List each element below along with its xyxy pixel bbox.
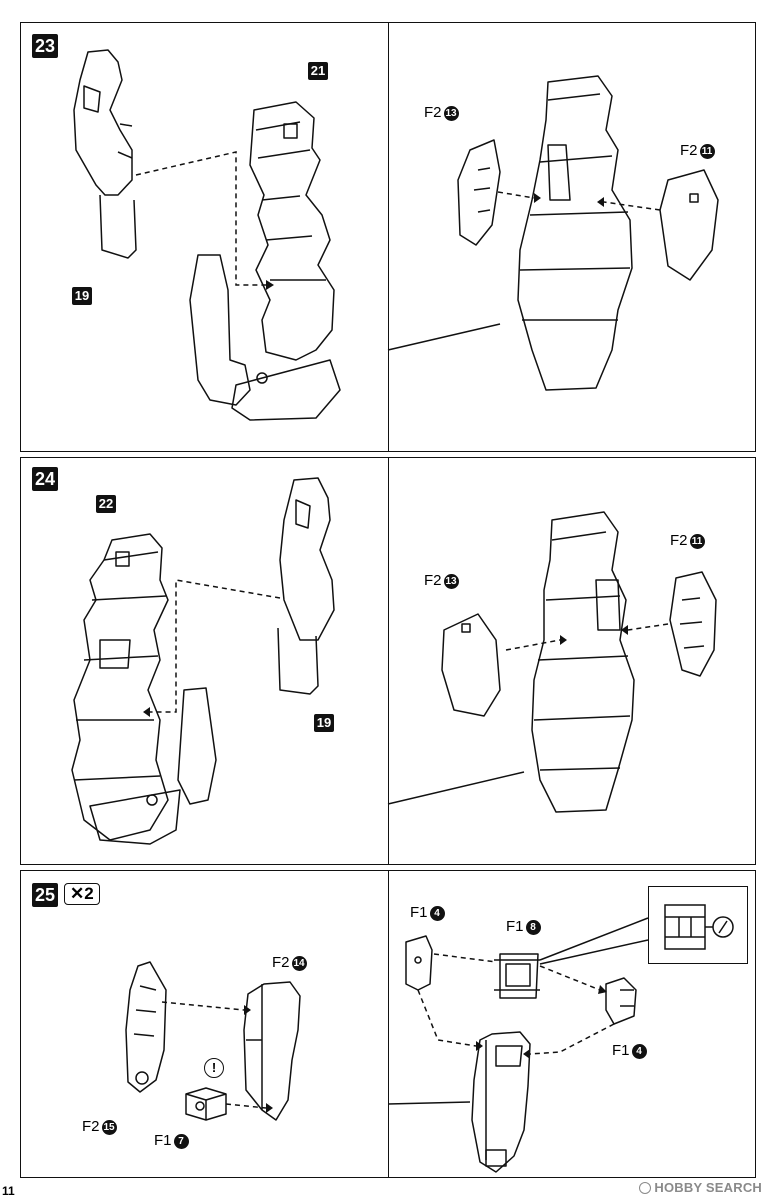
runner-number: 4 bbox=[631, 1043, 647, 1059]
runner-letter: F2 bbox=[670, 532, 688, 549]
step-25-divider bbox=[388, 870, 389, 1178]
runner-ref-f2-13: F2 13 bbox=[424, 572, 459, 590]
multiplier-badge: ✕2 bbox=[64, 883, 100, 905]
runner-number: 15 bbox=[101, 1119, 117, 1135]
caution-icon: ! bbox=[204, 1058, 224, 1078]
runner-letter: F1 bbox=[154, 1132, 172, 1149]
runner-number: 7 bbox=[173, 1133, 189, 1149]
runner-number: 11 bbox=[689, 533, 705, 549]
runner-letter: F2 bbox=[272, 954, 290, 971]
step-number: 24 bbox=[32, 467, 59, 491]
runner-ref-f2-14: F2 14 bbox=[272, 954, 307, 972]
runner-ref-f2-13: F2 13 bbox=[424, 104, 459, 122]
part-label-19: 19 bbox=[72, 287, 92, 305]
watermark-logo-icon bbox=[639, 1181, 652, 1194]
step-24-divider bbox=[388, 457, 389, 865]
part-label-19: 19 bbox=[314, 714, 334, 732]
step-number: 23 bbox=[32, 34, 59, 58]
runner-number: 11 bbox=[699, 143, 715, 159]
runner-letter: F2 bbox=[82, 1118, 100, 1135]
runner-number: 8 bbox=[525, 919, 541, 935]
runner-ref-f1-7: F1 7 bbox=[154, 1132, 189, 1150]
runner-ref-f2-11: F2 11 bbox=[680, 142, 715, 160]
page-number: 11 bbox=[2, 1184, 15, 1198]
runner-letter: F2 bbox=[424, 572, 442, 589]
runner-number: 4 bbox=[429, 905, 445, 921]
runner-letter: F2 bbox=[424, 104, 442, 121]
part-label-21: 21 bbox=[308, 62, 328, 80]
runner-number: 13 bbox=[443, 573, 459, 589]
runner-letter: F2 bbox=[680, 142, 698, 159]
part-label-22: 22 bbox=[96, 495, 116, 513]
runner-ref-f1-8: F1 8 bbox=[506, 918, 541, 936]
runner-number: 14 bbox=[291, 955, 307, 971]
runner-ref-f2-11: F2 11 bbox=[670, 532, 705, 550]
runner-ref-f1-4-bottom: F1 4 bbox=[612, 1042, 647, 1060]
cut-detail-illustration bbox=[664, 904, 734, 950]
watermark: HOBBY SEARCH bbox=[639, 1180, 762, 1195]
detail-inset bbox=[648, 886, 748, 964]
step-23-divider bbox=[388, 22, 389, 452]
runner-letter: F1 bbox=[410, 904, 428, 921]
runner-letter: F1 bbox=[506, 918, 524, 935]
watermark-text: HOBBY SEARCH bbox=[654, 1180, 762, 1195]
runner-number: 13 bbox=[443, 105, 459, 121]
runner-letter: F1 bbox=[612, 1042, 630, 1059]
runner-ref-f2-15: F2 15 bbox=[82, 1118, 117, 1136]
step-number: 25 bbox=[32, 883, 59, 907]
runner-ref-f1-4-top: F1 4 bbox=[410, 904, 445, 922]
